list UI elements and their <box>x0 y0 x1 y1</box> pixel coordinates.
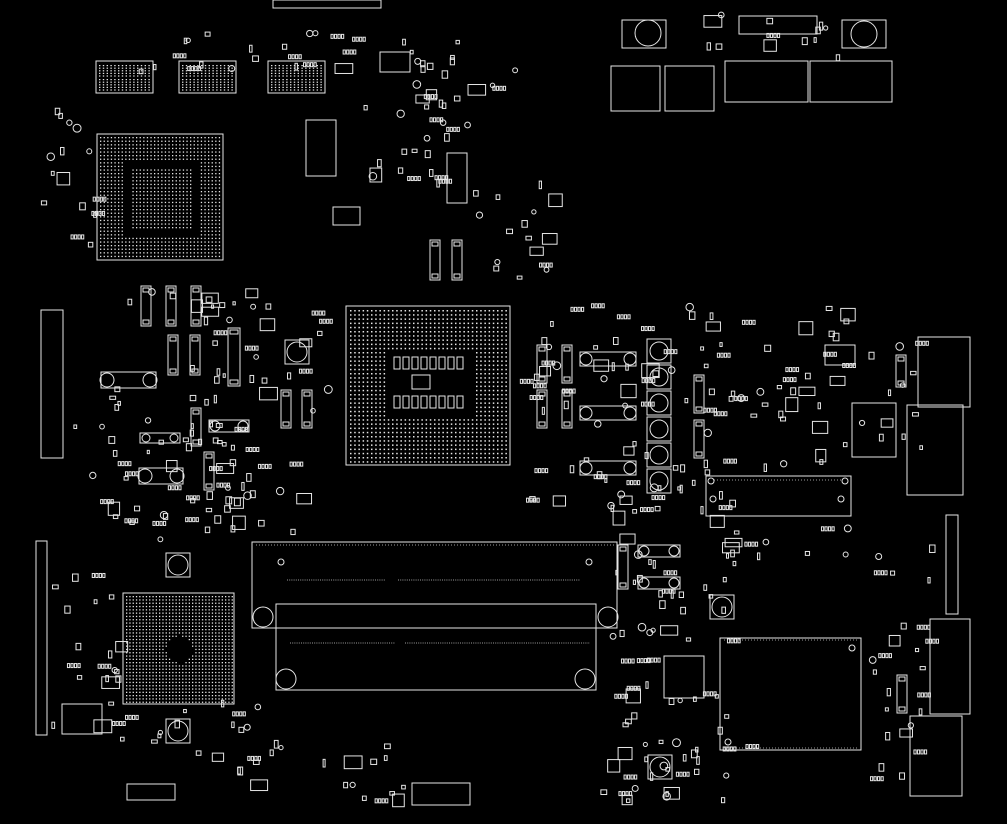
io-ports[interactable] <box>610 15 893 112</box>
left-connectors[interactable] <box>35 309 64 736</box>
cpu-socket[interactable] <box>345 305 511 466</box>
pch-pin-grid <box>126 596 233 703</box>
connector-strip[interactable] <box>705 475 852 517</box>
sodimm-slot[interactable] <box>251 541 619 691</box>
right-ports[interactable] <box>851 336 971 797</box>
cpu-pin-grid <box>350 310 507 463</box>
small-components <box>40 11 940 808</box>
gpu-pin-grid <box>100 137 221 258</box>
gpu-bga[interactable] <box>96 133 224 261</box>
misc-chips[interactable] <box>61 51 856 735</box>
pch-bga[interactable] <box>122 592 235 705</box>
memory-chips[interactable] <box>95 60 326 94</box>
ec-chip[interactable] <box>719 637 862 751</box>
bottom-connectors[interactable] <box>126 0 471 806</box>
